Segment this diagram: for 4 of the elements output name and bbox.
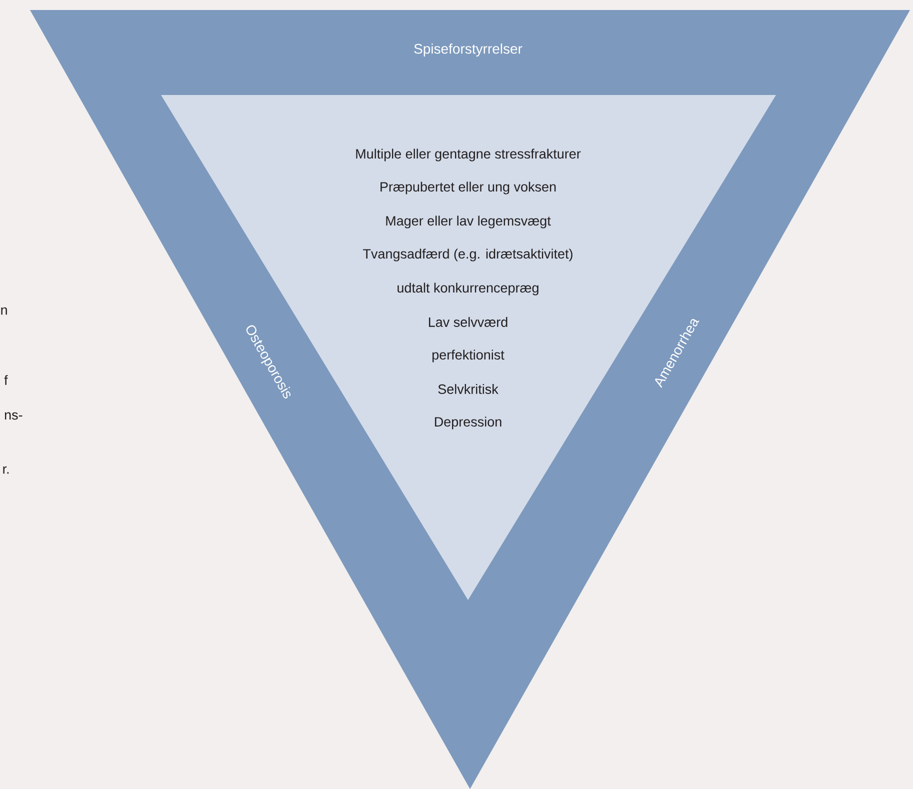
- text-fragment: f: [4, 375, 8, 385]
- text-fragment: ns-: [4, 412, 22, 420]
- text-fragment: r.: [3, 466, 9, 474]
- text-fragment: n: [1, 307, 7, 315]
